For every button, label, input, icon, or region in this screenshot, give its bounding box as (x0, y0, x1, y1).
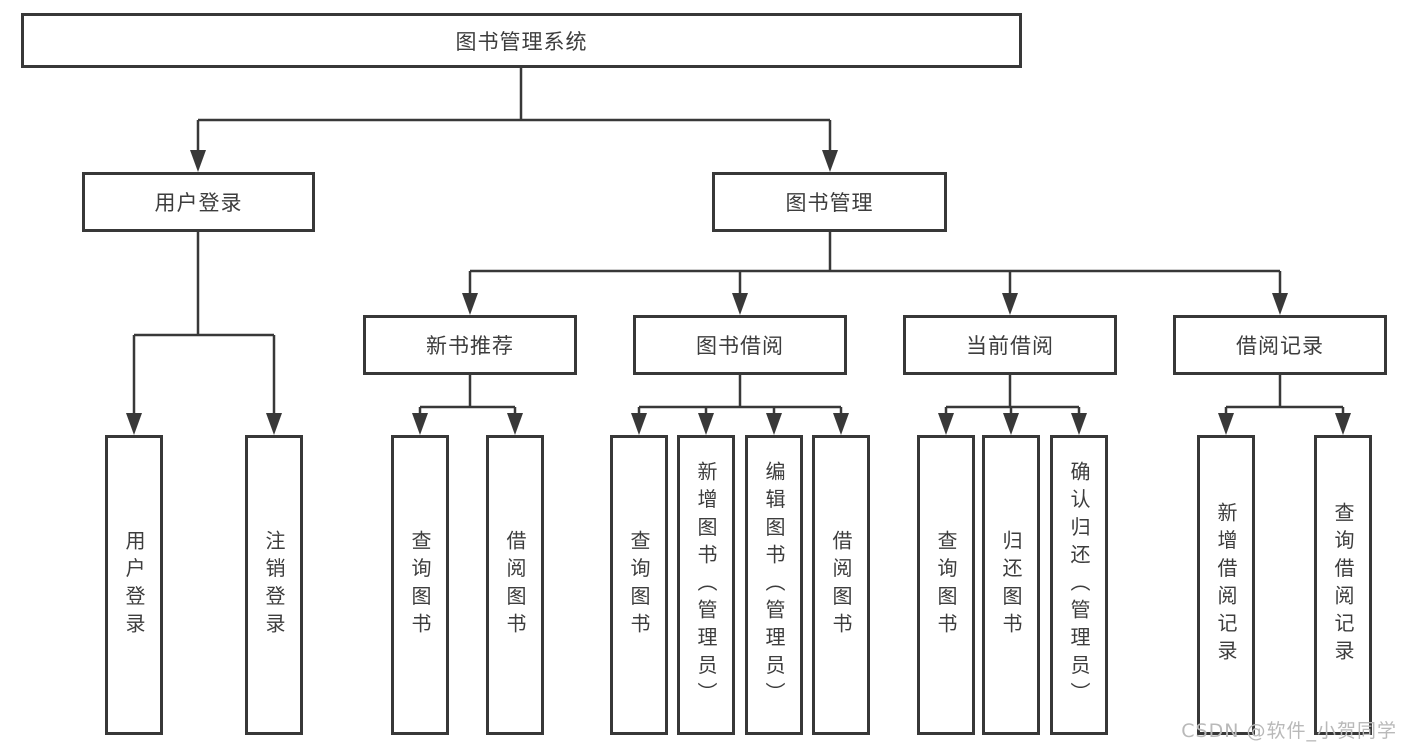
leaf-user-login: 用户登录 (105, 435, 163, 735)
leaf-query-books-current: 查询图书 (917, 435, 975, 735)
leaf-confirm-return-admin: 确认归还（管理员） (1050, 435, 1108, 735)
node-label: 用户登录 (122, 529, 146, 641)
node-borrow-records: 借阅记录 (1173, 315, 1387, 375)
leaf-add-books-admin: 新增图书（管理员） (677, 435, 735, 735)
leaf-return-books: 归还图书 (982, 435, 1040, 735)
node-label: 归还图书 (999, 529, 1023, 641)
node-library-management-system: 图书管理系统 (21, 13, 1022, 68)
leaf-add-borrow-record: 新增借阅记录 (1197, 435, 1255, 735)
node-user-login: 用户登录 (82, 172, 315, 232)
node-label: 新书推荐 (426, 334, 514, 358)
leaf-query-books-borrow: 查询图书 (610, 435, 668, 735)
node-label: 新增借阅记录 (1214, 502, 1238, 668)
node-label: 当前借阅 (966, 334, 1054, 358)
node-label: 借阅图书 (503, 529, 527, 641)
node-new-book-recommend: 新书推荐 (363, 315, 577, 375)
leaf-logout: 注销登录 (245, 435, 303, 735)
leaf-borrow-books-recommend: 借阅图书 (486, 435, 544, 735)
node-label: 查询图书 (934, 529, 958, 641)
leaf-edit-books-admin: 编辑图书（管理员） (745, 435, 803, 735)
node-label: 图书借阅 (696, 334, 784, 358)
csdn-watermark: CSDN @软件_小贺同学 (1181, 720, 1397, 742)
node-label: 新增图书（管理员） (694, 460, 718, 710)
node-label: 图书管理系统 (455, 29, 588, 54)
leaf-borrow-books: 借阅图书 (812, 435, 870, 735)
node-label: 查询借阅记录 (1331, 502, 1355, 668)
node-label: 查询图书 (408, 529, 432, 641)
node-book-borrow: 图书借阅 (633, 315, 847, 375)
node-label: 确认归还（管理员） (1067, 460, 1091, 710)
node-label: 编辑图书（管理员） (762, 460, 786, 710)
node-label: 查询图书 (627, 529, 651, 641)
node-label: 借阅记录 (1236, 334, 1324, 358)
node-label: 用户登录 (154, 191, 243, 215)
node-label: 注销登录 (262, 529, 286, 641)
node-book-management: 图书管理 (712, 172, 947, 232)
node-label: 图书管理 (785, 191, 874, 215)
node-label: 借阅图书 (829, 529, 853, 641)
node-current-borrow: 当前借阅 (903, 315, 1117, 375)
leaf-query-borrow-record: 查询借阅记录 (1314, 435, 1372, 735)
leaf-query-books-recommend: 查询图书 (391, 435, 449, 735)
